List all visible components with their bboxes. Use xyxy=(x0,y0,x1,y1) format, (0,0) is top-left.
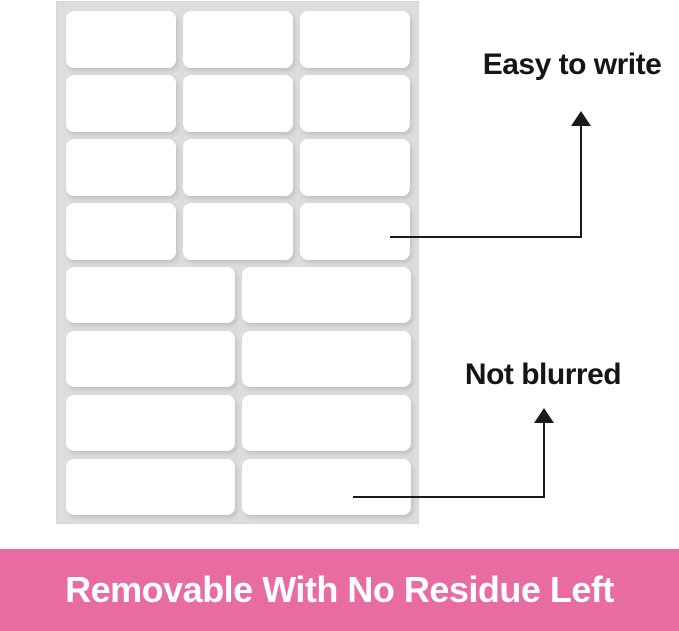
label-sticker-small xyxy=(183,203,293,260)
label-sticker-small xyxy=(183,11,293,68)
label-sticker-small xyxy=(300,75,410,132)
easy-to-write-arrow-line-horizontal xyxy=(390,236,582,238)
not-blurred-caption: Not blurred xyxy=(464,358,622,391)
label-sticker-small xyxy=(300,11,410,68)
label-sticker-small xyxy=(66,75,176,132)
label-sticker-large xyxy=(66,331,235,387)
label-sticker-small xyxy=(66,203,176,260)
label-sticker-large xyxy=(242,331,411,387)
not-blurred-arrow-line-vertical xyxy=(543,421,545,498)
up-arrowhead-icon xyxy=(571,111,591,126)
label-sheet xyxy=(56,1,419,524)
label-sticker-small xyxy=(183,75,293,132)
label-sticker-small xyxy=(183,139,293,196)
not-blurred-arrow-line-horizontal xyxy=(353,496,545,498)
label-sticker-small xyxy=(66,11,176,68)
label-sticker-small xyxy=(300,203,410,260)
large-label-grid xyxy=(66,267,411,515)
label-sticker-large xyxy=(242,459,411,515)
bottom-banner: Removable With No Residue Left xyxy=(0,549,679,631)
label-sticker-large xyxy=(66,395,235,451)
label-sticker-large xyxy=(66,267,235,323)
label-sticker-large xyxy=(242,267,411,323)
easy-to-write-caption: Easy to write xyxy=(482,48,662,81)
up-arrowhead-icon xyxy=(534,408,554,423)
small-label-grid xyxy=(66,11,410,260)
label-sticker-small xyxy=(300,139,410,196)
easy-to-write-arrow-line-vertical xyxy=(580,124,582,238)
label-sticker-large xyxy=(242,395,411,451)
label-sticker-large xyxy=(66,459,235,515)
label-sticker-small xyxy=(66,139,176,196)
banner-text: Removable With No Residue Left xyxy=(65,569,614,610)
